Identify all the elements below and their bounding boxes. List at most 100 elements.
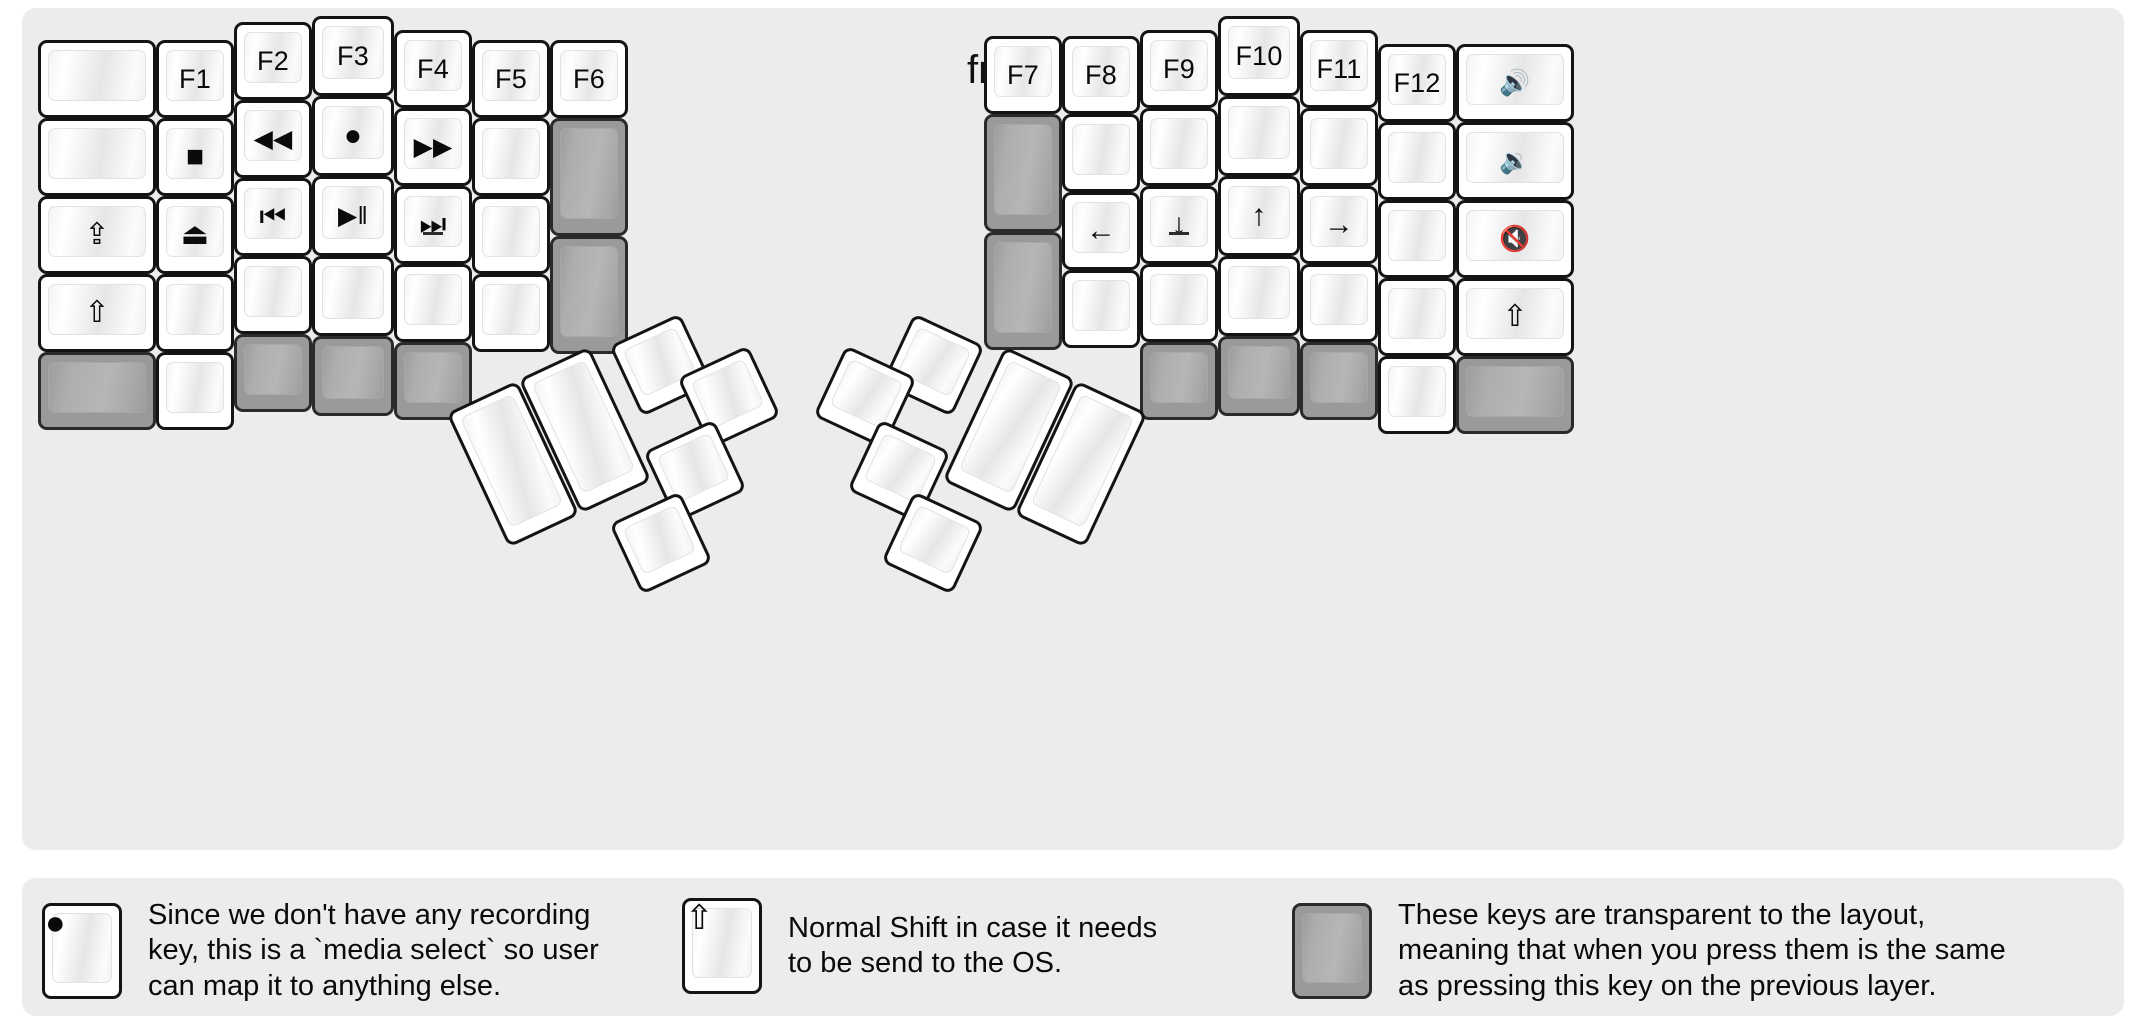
keycap-surface — [404, 40, 462, 91]
keycap-surface — [1228, 26, 1290, 79]
key-blank-6[interactable] — [312, 256, 394, 336]
key-arrow-up[interactable]: ↑ — [1218, 176, 1300, 256]
key-volume-down[interactable]: 🔉 — [1456, 122, 1574, 200]
legend-transparent-swatch — [1292, 903, 1372, 1000]
key-blank-7[interactable] — [394, 264, 472, 342]
keycap-surface — [1466, 132, 1564, 183]
key-arrow-left[interactable]: ← — [1062, 192, 1140, 270]
keycap-surface — [692, 908, 752, 978]
key-transparent-11[interactable] — [1300, 342, 1378, 420]
key-blank-17[interactable] — [1300, 108, 1378, 186]
keycap-surface — [244, 32, 302, 83]
keycap-surface — [244, 266, 302, 317]
keycap-surface — [1150, 40, 1208, 91]
keycap-surface — [1072, 46, 1130, 97]
key-prev-track[interactable]: ⏮ — [234, 178, 312, 256]
key-caps-lock[interactable]: ⇪ — [38, 196, 156, 274]
key-transparent-7[interactable] — [984, 114, 1062, 232]
keycap-surface — [1072, 280, 1130, 331]
key-label: ⇧ — [685, 899, 714, 937]
key-blank-10[interactable] — [472, 274, 550, 352]
key-f9[interactable]: F9 — [1140, 30, 1218, 108]
keycap-surface — [560, 128, 618, 219]
keycap-surface — [560, 246, 618, 337]
key-blank-9[interactable] — [472, 196, 550, 274]
keycap-surface — [690, 358, 765, 430]
keycap-surface — [48, 284, 146, 335]
legend-shift-swatch: ⇧ — [682, 898, 762, 994]
key-transparent-5[interactable] — [550, 118, 628, 236]
key-blank-18[interactable] — [1300, 264, 1378, 342]
key-shift[interactable]: ⇧ — [38, 274, 156, 352]
key-f2[interactable]: F2 — [234, 22, 312, 100]
key-transparent-12[interactable] — [1456, 356, 1574, 434]
key-transparent-8[interactable] — [984, 232, 1062, 350]
key-blank-13[interactable] — [1140, 108, 1218, 186]
keycap-surface — [1388, 132, 1446, 183]
key-blank-8[interactable] — [472, 118, 550, 196]
keycap-surface — [1150, 196, 1208, 247]
key-transparent-10[interactable] — [1218, 336, 1300, 416]
key-f12[interactable]: F12 — [1378, 44, 1456, 122]
key-f5[interactable]: F5 — [472, 40, 550, 118]
key-blank-12[interactable] — [1062, 270, 1140, 348]
key-f7[interactable]: F7 — [984, 36, 1062, 114]
keycap-surface — [897, 504, 972, 576]
key-volume-mute[interactable]: 🔇 — [1456, 200, 1574, 278]
key-stop[interactable]: ■ — [156, 118, 234, 196]
keycap-surface — [1150, 274, 1208, 325]
key-next-track[interactable]: ⏭ — [394, 186, 472, 264]
key-rewind[interactable]: ◀◀ — [234, 100, 312, 178]
key-transparent-3[interactable] — [312, 336, 394, 416]
keycap-surface — [244, 344, 302, 395]
key-record[interactable]: ● — [312, 96, 394, 176]
key-f3[interactable]: F3 — [312, 16, 394, 96]
key-fast-forward[interactable]: ▶▶ — [394, 108, 472, 186]
keycap-surface — [244, 110, 302, 161]
key-transparent-1[interactable] — [38, 352, 156, 430]
keycap-surface — [560, 50, 618, 101]
key-transparent-6[interactable] — [550, 236, 628, 354]
key-blank-16[interactable] — [1218, 256, 1300, 336]
key-blank-3[interactable] — [156, 274, 234, 352]
keycap-surface — [1072, 124, 1130, 175]
key-blank-15[interactable] — [1218, 96, 1300, 176]
keycap-surface — [863, 432, 938, 504]
key-f4[interactable]: F4 — [394, 30, 472, 108]
legend-shift-description: Normal Shift in case it needs to be send… — [788, 911, 1158, 979]
keycap-surface — [994, 242, 1052, 333]
key-transparent-2[interactable] — [234, 334, 312, 412]
keycap-surface — [1466, 288, 1564, 339]
keycap-surface — [1228, 186, 1290, 239]
key-blank-2[interactable] — [38, 118, 156, 196]
key-arrow-down[interactable]: ↓ — [1140, 186, 1218, 264]
key-blank-5[interactable] — [234, 256, 312, 334]
key-f6[interactable]: F6 — [550, 40, 628, 118]
key-underbar-mark — [423, 232, 443, 235]
key-blank-22[interactable] — [1378, 356, 1456, 434]
keycap-surface — [1388, 288, 1446, 339]
key-blank-14[interactable] — [1140, 264, 1218, 342]
keycap-surface — [166, 50, 224, 101]
keycap-surface — [1150, 352, 1208, 403]
key-blank-1[interactable] — [38, 40, 156, 118]
keycap-surface — [829, 358, 904, 430]
key-volume-up[interactable]: 🔊 — [1456, 44, 1574, 122]
keycap-surface — [322, 346, 384, 399]
key-f11[interactable]: F11 — [1300, 30, 1378, 108]
key-eject[interactable]: ⏏ — [156, 196, 234, 274]
key-blank-21[interactable] — [1378, 278, 1456, 356]
key-f8[interactable]: F8 — [1062, 36, 1140, 114]
key-f10[interactable]: F10 — [1218, 16, 1300, 96]
key-shift-right[interactable]: ⇧ — [1456, 278, 1574, 356]
key-blank-4[interactable] — [156, 352, 234, 430]
keycap-surface — [1228, 106, 1290, 159]
key-blank-19[interactable] — [1378, 122, 1456, 200]
keycap-surface — [482, 128, 540, 179]
key-play-pause[interactable]: ▶‖ — [312, 176, 394, 256]
key-blank-20[interactable] — [1378, 200, 1456, 278]
key-transparent-9[interactable] — [1140, 342, 1218, 420]
key-f1[interactable]: F1 — [156, 40, 234, 118]
key-arrow-right[interactable]: → — [1300, 186, 1378, 264]
key-blank-11[interactable] — [1062, 114, 1140, 192]
